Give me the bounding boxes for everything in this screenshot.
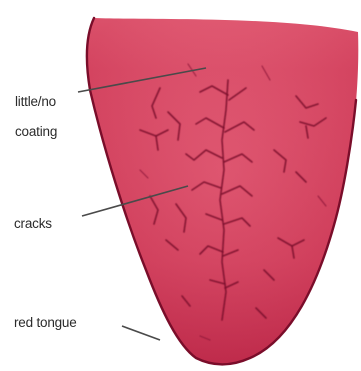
labels: little/no coating cracks red tongue [14,94,77,330]
coating-label-line1: little/no [15,94,56,109]
red-tongue-label: red tongue [14,315,77,330]
tongue-leader-line [122,326,160,340]
coating-label-line2: coating [15,124,57,139]
cracks-label: cracks [14,216,52,231]
